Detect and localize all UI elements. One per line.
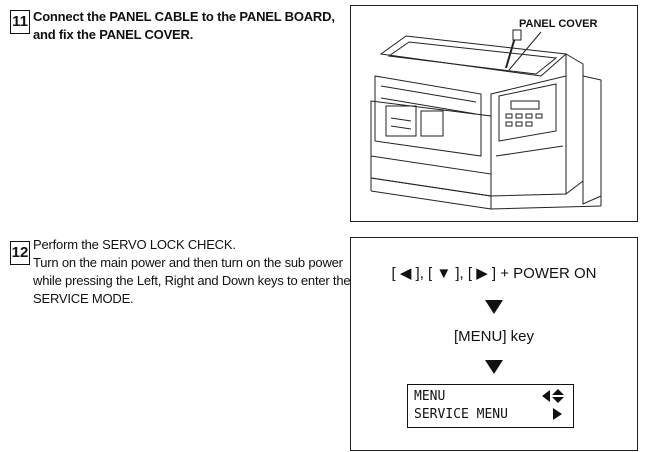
step-12-instructions: Perform the SERVO LOCK CHECK. Turn on th…: [33, 236, 351, 308]
step-11-instructions: Connect the PANEL CABLE to the PANEL BOA…: [33, 8, 335, 44]
down-triangle-icon: [485, 300, 503, 314]
step-11-line-2: and fix the PANEL COVER.: [33, 27, 194, 42]
printer-illustration: [370, 29, 602, 210]
lcd-display: MENU SERVICE MENU: [407, 384, 574, 428]
lcd-line-2: SERVICE MENU: [414, 407, 508, 422]
step-12-line-1: Perform the SERVO LOCK CHECK.: [33, 237, 236, 252]
printer-illustration-panel: PANEL COVER: [350, 5, 638, 222]
key-sequence-panel: [ ◀ ], [ ▼ ], [ ▶ ] + POWER ON [MENU] ke…: [350, 237, 638, 451]
step-12-line-2: Turn on the main power and then turn on …: [33, 255, 343, 270]
left-updown-arrows-icon: [542, 389, 564, 403]
step-12-line-4: SERVICE MODE.: [33, 291, 134, 306]
right-arrow-icon: [553, 408, 562, 420]
key-sequence-text: [ ◀ ], [ ▼ ], [ ▶ ] + POWER ON: [391, 265, 597, 282]
lcd-line-1: MENU: [414, 389, 446, 404]
step-11-line-1: Connect the PANEL CABLE to the PANEL BOA…: [33, 9, 335, 24]
panel-cover-callout: PANEL COVER: [519, 18, 598, 30]
step-12-line-3: while pressing the Left, Right and Down …: [33, 273, 351, 288]
menu-key-text: [MENU] key: [453, 328, 534, 345]
step-12-number: 12: [10, 241, 30, 265]
step-11-number: 11: [10, 10, 30, 34]
down-triangle-icon: [485, 360, 503, 374]
